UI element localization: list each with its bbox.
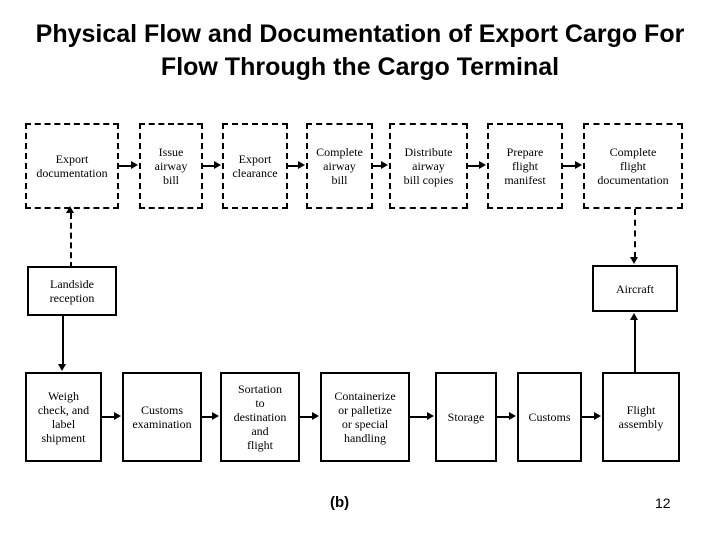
connector-doc-2-to-3-arrowhead: [214, 161, 221, 169]
node-customs-examination[interactable]: Customs examination: [122, 372, 202, 462]
node-label: Sortation to destination and flight: [233, 382, 287, 452]
connector-complete-flight-documentation-to-aircraft-line: [634, 209, 636, 258]
connector-doc-5-to-6-arrowhead: [479, 161, 486, 169]
connector-doc-3-to-4-line: [288, 165, 299, 167]
connector-phys-2-to-3-arrowhead: [212, 412, 219, 420]
connector-landside-to-weigh-check-arrowhead: [58, 364, 66, 371]
connector-phys-6-to-7-line: [582, 416, 595, 418]
connector-doc-2-to-3-line: [203, 165, 215, 167]
node-label: Prepare flight manifest: [504, 145, 546, 187]
connector-complete-flight-documentation-to-aircraft-arrowhead: [630, 257, 638, 264]
connector-doc-3-to-4-arrowhead: [298, 161, 305, 169]
node-label: Export clearance: [232, 152, 278, 180]
node-prepare-flight-manifest[interactable]: Prepare flight manifest: [487, 123, 563, 209]
node-label: Issue airway bill: [154, 145, 188, 187]
connector-doc-1-to-2-arrowhead: [131, 161, 138, 169]
node-flight-assembly[interactable]: Flight assembly: [602, 372, 680, 462]
node-distribute-airway-bill-copies[interactable]: Distribute airway bill copies: [389, 123, 468, 209]
connector-doc-4-to-5-arrowhead: [381, 161, 388, 169]
connector-landside-to-export-documentation-line: [70, 213, 72, 268]
node-label: Storage: [447, 410, 485, 424]
node-issue-airway-bill[interactable]: Issue airway bill: [139, 123, 203, 209]
connector-doc-6-to-7-line: [563, 165, 576, 167]
node-label: Flight assembly: [618, 403, 664, 431]
connector-landside-to-export-documentation-arrowhead: [66, 206, 74, 213]
connector-phys-4-to-5-arrowhead: [427, 412, 434, 420]
connector-phys-2-to-3-line: [202, 416, 213, 418]
connector-phys-4-to-5-line: [410, 416, 428, 418]
node-label: Export documentation: [36, 152, 108, 180]
connector-phys-6-to-7-arrowhead: [594, 412, 601, 420]
node-label: Weigh check, and label shipment: [37, 389, 90, 445]
connector-doc-4-to-5-line: [373, 165, 382, 167]
node-aircraft[interactable]: Aircraft: [592, 265, 678, 312]
node-containerize-or-palletize-or-special-handling[interactable]: Containerize or palletize or special han…: [320, 372, 410, 462]
figure-label: (b): [330, 494, 350, 511]
node-export-documentation[interactable]: Export documentation: [25, 123, 119, 209]
page-number: 12: [655, 495, 671, 511]
connector-doc-1-to-2-line: [119, 165, 132, 167]
node-complete-flight-documentation[interactable]: Complete flight documentation: [583, 123, 683, 209]
node-storage[interactable]: Storage: [435, 372, 497, 462]
connector-flight-assembly-to-aircraft-arrowhead: [630, 313, 638, 320]
connector-phys-1-to-2-arrowhead: [114, 412, 121, 420]
node-complete-airway-bill[interactable]: Complete airway bill: [306, 123, 373, 209]
node-label: Aircraft: [616, 281, 654, 296]
node-customs[interactable]: Customs: [517, 372, 582, 462]
node-label: Landside reception: [49, 277, 95, 305]
node-label: Complete airway bill: [316, 145, 363, 187]
connector-doc-5-to-6-line: [468, 165, 480, 167]
connector-phys-5-to-6-arrowhead: [509, 412, 516, 420]
connector-phys-1-to-2-line: [102, 416, 115, 418]
connector-landside-to-weigh-check-line: [62, 316, 64, 366]
connector-flight-assembly-to-aircraft-line: [634, 320, 636, 372]
connector-doc-6-to-7-arrowhead: [575, 161, 582, 169]
page-title: Physical Flow and Documentation of Expor…: [35, 20, 685, 81]
node-landside-reception[interactable]: Landside reception: [27, 266, 117, 316]
connector-phys-3-to-4-arrowhead: [312, 412, 319, 420]
node-label: Customs examination: [132, 403, 192, 431]
node-export-clearance[interactable]: Export clearance: [222, 123, 288, 209]
node-label: Distribute airway bill copies: [403, 145, 454, 187]
connector-phys-3-to-4-line: [300, 416, 313, 418]
node-label: Containerize or palletize or special han…: [334, 389, 396, 445]
node-label: Customs: [528, 410, 571, 424]
node-label: Complete flight documentation: [597, 145, 669, 187]
node-sortation-to-destination-and-flight[interactable]: Sortation to destination and flight: [220, 372, 300, 462]
node-weigh-check-label-shipment[interactable]: Weigh check, and label shipment: [25, 372, 102, 462]
connector-phys-5-to-6-line: [497, 416, 510, 418]
